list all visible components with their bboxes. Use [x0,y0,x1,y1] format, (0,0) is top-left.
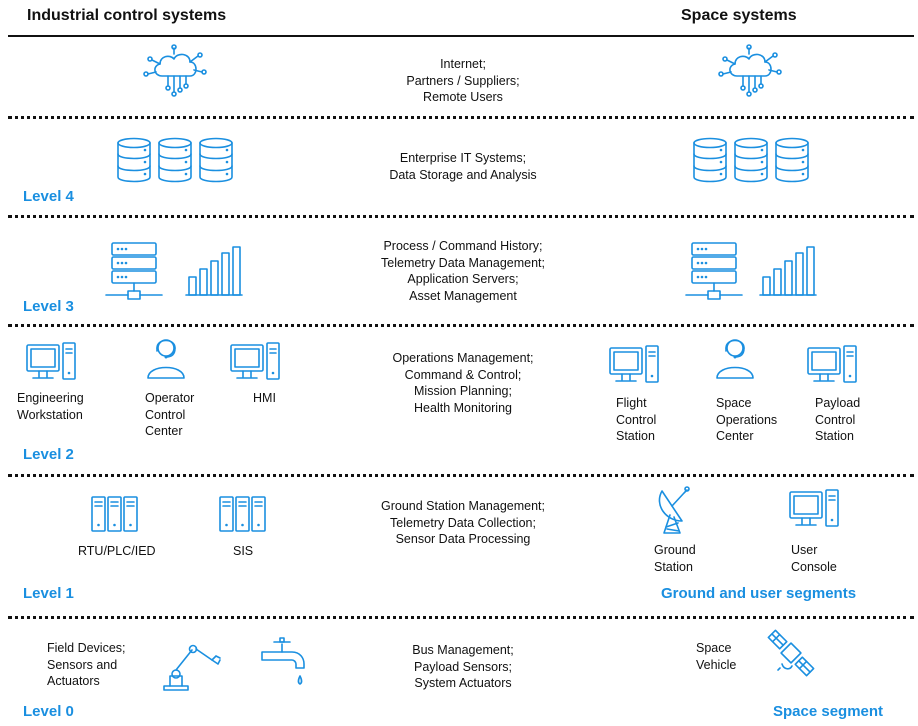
label-sis: SIS [233,544,254,558]
workstation-icon [807,345,857,383]
row-internet-text: Internet; Partners / Suppliers; Remote U… [406,57,520,104]
segment-space: Space segment [773,703,884,720]
server-rack-icon [105,242,163,300]
cloud-network-icon [143,44,207,97]
label-operator-control-center: Operator Control Center [145,391,195,438]
header-space: Space systems [681,7,797,24]
divider-level1 [8,474,914,477]
operator-icon [716,339,754,379]
satellite-icon [767,629,815,677]
label-engineering-workstation: Engineering Workstation [17,391,84,422]
label-user-console: User Console [791,543,837,574]
workstation-icon [230,342,280,380]
label-flight-control-station: Flight Control Station [616,396,657,443]
plc-cabinet-icon [219,496,266,532]
robot-arm-icon [163,644,221,691]
label-payload-control-station: Payload Control Station [815,396,861,443]
cloud-network-icon [718,44,782,97]
header-industrial: Industrial control systems [27,7,227,24]
segment-ground-user: Ground and user segments [661,585,857,602]
label-field-devices: Field Devices; Sensors and Actuators [47,641,126,688]
level-1-label: Level 1 [23,585,74,602]
divider-level2 [8,324,914,327]
bar-chart-icon [185,246,243,296]
divider-level4 [8,116,914,119]
database-icon [199,137,233,183]
label-rtu-plc-ied: RTU/PLC/IED [78,544,156,558]
label-space-operations-center: Space Operations Center [716,396,778,443]
database-icon [775,137,809,183]
operator-icon [147,339,185,379]
row-bus-text: Bus Management; Payload Sensors; System … [412,643,514,690]
bar-chart-icon [759,246,817,296]
faucet-icon [261,637,305,685]
divider-level0 [8,616,914,619]
plc-cabinet-icon [91,496,138,532]
satellite-dish-icon [658,486,690,534]
row-enterprise-text: Enterprise IT Systems; Data Storage and … [389,151,537,182]
level-4-label: Level 4 [23,188,74,205]
row-process-text: Process / Command History; Telemetry Dat… [381,239,545,303]
label-hmi: HMI [253,391,276,405]
workstation-icon [789,489,839,527]
database-icon [693,137,727,183]
level-0-label: Level 0 [23,703,74,720]
row-operations-text: Operations Management; Command & Control… [392,351,534,415]
level-3-label: Level 3 [23,298,74,315]
label-ground-station: Ground Station [654,543,696,574]
database-icon [734,137,768,183]
label-space-vehicle: Space Vehicle [696,641,737,672]
database-icon [158,137,192,183]
database-icon [117,137,151,183]
server-rack-icon [685,242,743,300]
header-divider [8,35,914,37]
workstation-icon [609,345,659,383]
level-2-label: Level 2 [23,446,74,463]
workstation-icon [26,342,76,380]
divider-level3 [8,215,914,218]
row-ground-text: Ground Station Management; Telemetry Dat… [381,499,545,546]
